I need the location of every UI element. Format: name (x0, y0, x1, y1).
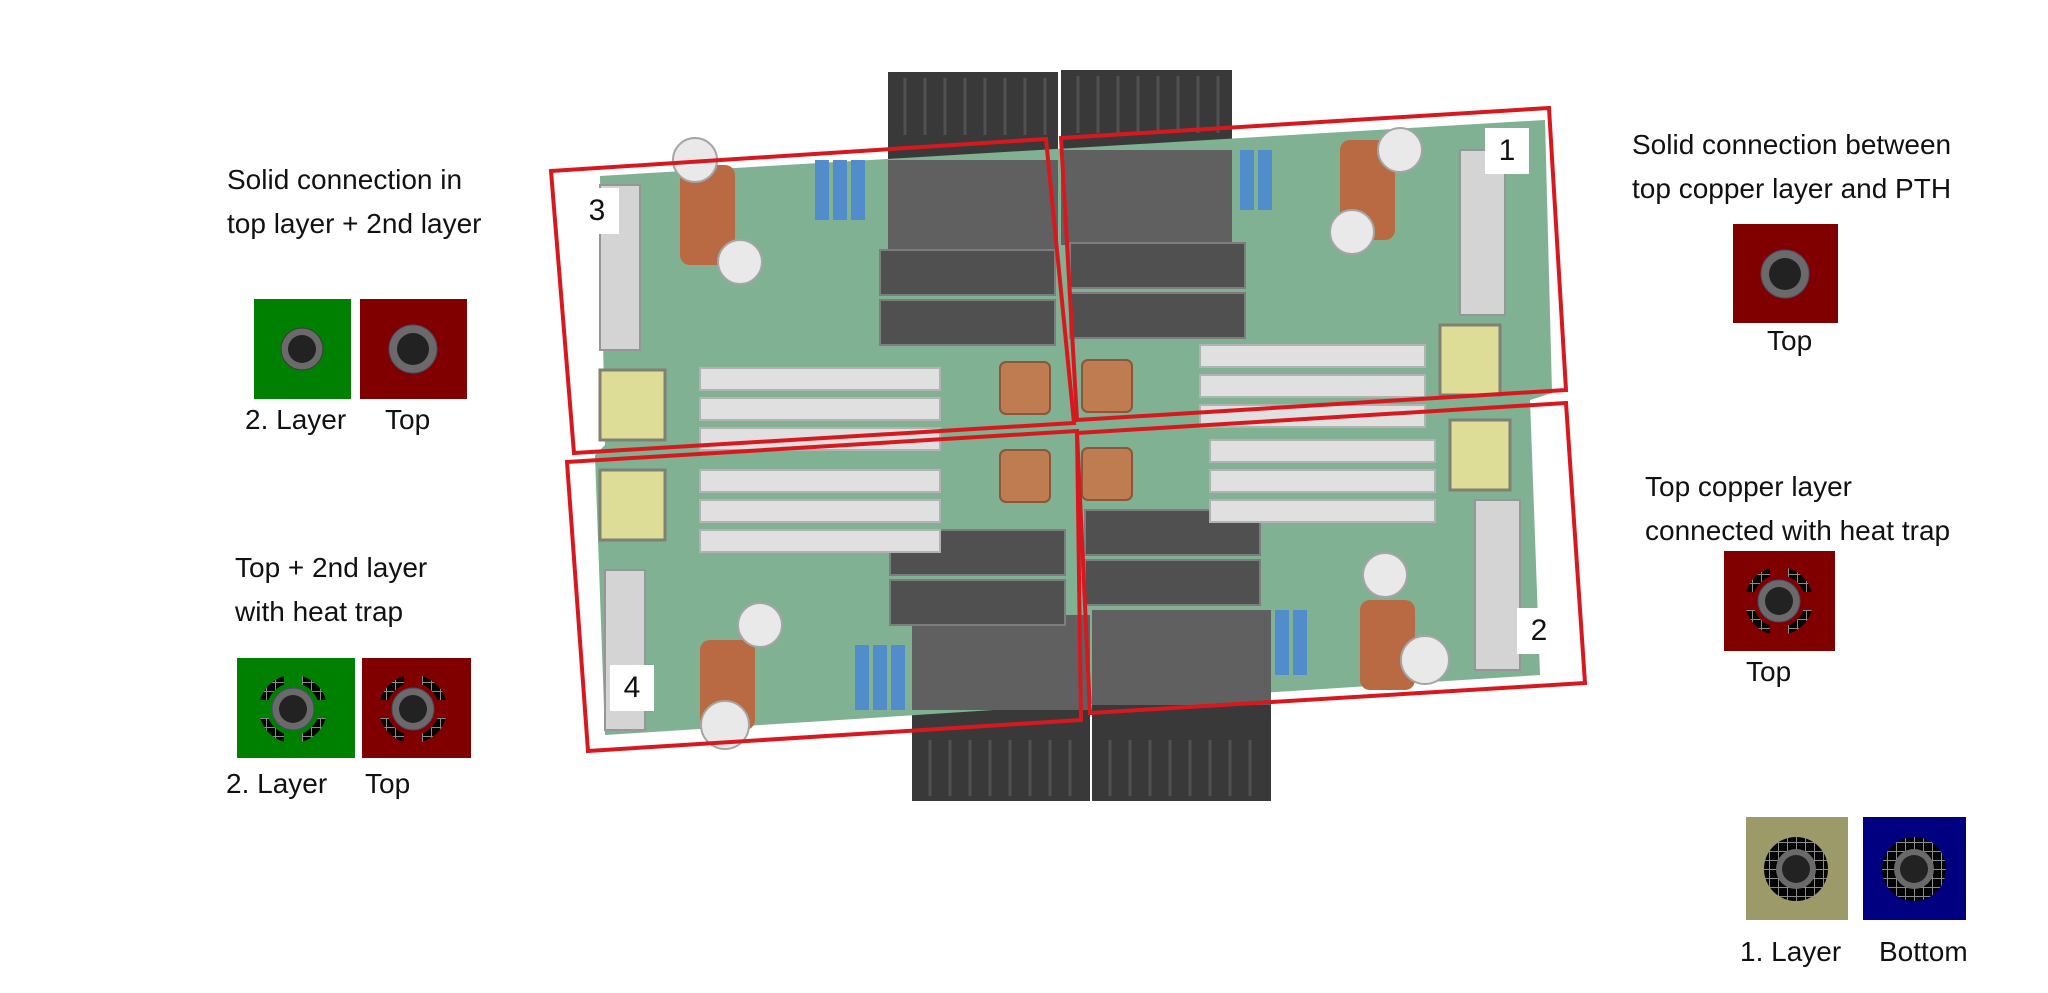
pad-2nd-layer-solid (254, 299, 351, 399)
pad-label: 1. Layer (1740, 936, 1842, 967)
title-line: Top + 2nd layer (235, 552, 428, 583)
region-3-outline (548, 136, 1077, 456)
title-line: Solid connection in (227, 164, 463, 195)
pad-top-solid (360, 299, 467, 399)
pad-label: Top (1767, 325, 1813, 356)
pad-label: Top (385, 404, 431, 435)
region-1-number: 1 (1485, 128, 1529, 174)
pad-label: Top (365, 768, 411, 799)
title-line: Solid connection between (1632, 129, 1952, 160)
region-3-number: 3 (575, 188, 619, 234)
title-line: Top copper layer (1645, 471, 1853, 502)
pcb-photo (540, 60, 1600, 810)
pad-label: Bottom (1879, 936, 1968, 967)
title-line: top layer + 2nd layer (227, 208, 482, 239)
pad-top-heat-trap-right (1724, 551, 1835, 651)
pad-top-heat-trap (362, 658, 471, 758)
pad-1st-layer-isolated (1746, 817, 1848, 920)
region-2-number: 2 (1517, 608, 1561, 654)
pad-label: 2. Layer (245, 404, 347, 435)
region-outlines (548, 105, 1588, 754)
region-4-number: 4 (610, 665, 654, 711)
pad-bottom-isolated (1863, 817, 1966, 920)
title-line: top copper layer and PTH (1632, 173, 1952, 204)
solid-top-2nd-title: Solid connection in top layer + 2nd laye… (227, 158, 482, 246)
title-line: with heat trap (235, 596, 404, 627)
pad-label: Top (1746, 656, 1792, 687)
heat-trap-top-2nd-title: Top + 2nd layer with heat trap (235, 546, 427, 634)
region-1-outline (1058, 105, 1569, 423)
pad-2nd-layer-heat-trap (237, 658, 355, 758)
solid-top-pth-title: Solid connection between top copper laye… (1632, 123, 1951, 211)
region-4-outline (564, 428, 1084, 754)
pad-label: 2. Layer (226, 768, 328, 799)
top-heat-trap-title: Top copper layer connected with heat tra… (1645, 465, 1950, 553)
region-2-outline (1074, 400, 1588, 716)
title-line: connected with heat trap (1645, 515, 1951, 546)
pcb-board (595, 120, 1552, 735)
pad-top-pth-solid (1733, 224, 1838, 323)
